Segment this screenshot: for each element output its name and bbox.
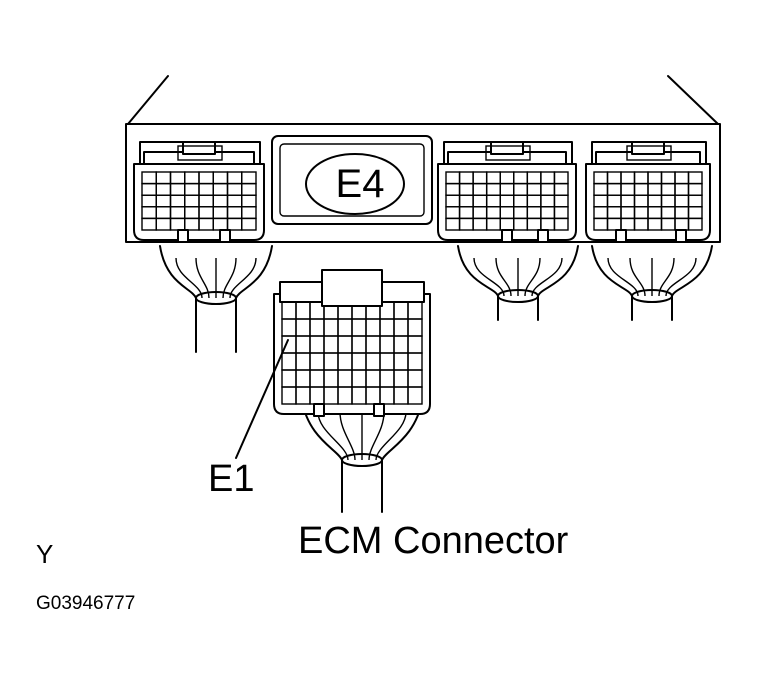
connector-label-e4: E4	[335, 162, 385, 206]
housing-latch-key-0	[177, 145, 223, 161]
harness-sleeve	[341, 459, 383, 513]
diagram-title: ECM Connector	[298, 520, 569, 562]
pin-cell	[241, 217, 257, 231]
harness-wire	[229, 257, 257, 299]
harness-outline	[591, 245, 633, 297]
e1-clip-right	[379, 281, 425, 303]
pin-cell	[407, 386, 423, 405]
harness-sleeve-end	[497, 289, 539, 303]
housing-latch-key-1	[485, 145, 531, 161]
harness-sleeve	[497, 295, 539, 321]
harness-wire	[531, 257, 563, 297]
key-notch	[219, 229, 231, 243]
key-notch	[177, 229, 189, 243]
harness-wire	[629, 257, 646, 297]
harness-wire	[473, 257, 505, 297]
harness-right	[591, 245, 713, 321]
harness-sleeve-end	[631, 289, 673, 303]
key-notch	[537, 229, 549, 243]
harness-mid	[457, 245, 579, 321]
harness-wire	[175, 257, 203, 299]
harness-wire	[658, 257, 675, 297]
pin-cell	[553, 217, 569, 231]
connector-layer	[133, 141, 711, 417]
harness-left	[159, 245, 273, 353]
harness-outline	[671, 245, 713, 297]
key-notch	[313, 403, 325, 417]
ecm-housing-icon	[125, 75, 721, 243]
e1-clip-center	[321, 269, 383, 307]
harness-wire	[317, 411, 349, 461]
housing-latch-2	[591, 141, 707, 165]
harness-outline	[537, 245, 579, 297]
harness-wire	[368, 411, 385, 461]
figure-code-letter: Y	[36, 539, 54, 569]
harness-sleeve-end	[195, 291, 237, 305]
key-notch	[501, 229, 513, 243]
connector-right	[585, 141, 711, 243]
harness-wire	[375, 411, 407, 461]
e1-clip-left	[279, 281, 325, 303]
connector-mid-body	[437, 163, 577, 241]
key-notch	[615, 229, 627, 243]
key-notch	[675, 229, 687, 243]
harness-wire	[195, 257, 210, 299]
housing-latch-0	[139, 141, 261, 165]
harness-wire	[222, 257, 237, 299]
housing-latch-key-2	[626, 145, 672, 161]
harness-outline	[235, 245, 273, 299]
wire-harness-icon	[159, 245, 713, 513]
harness-wire	[524, 257, 541, 297]
harness-wire	[607, 257, 639, 297]
pin-cell	[687, 217, 703, 231]
figure-id: G03946777	[36, 593, 136, 614]
connector-right-latch	[631, 141, 665, 155]
harness-outline	[457, 245, 499, 297]
connector-label-e1: E1	[208, 458, 255, 500]
e1-leader-line	[235, 339, 289, 459]
e4-connector-socket	[271, 135, 433, 225]
harness-sleeve-end	[341, 453, 383, 467]
housing-latch-1	[443, 141, 573, 165]
harness-sleeve	[195, 297, 237, 353]
connector-mid	[437, 141, 577, 243]
harness-sleeve	[631, 295, 673, 321]
connector-left-latch	[182, 141, 216, 155]
connector-mid-latch	[490, 141, 524, 155]
harness-wire	[495, 257, 512, 297]
key-notch	[373, 403, 385, 417]
harness-outline	[159, 245, 197, 299]
connector-left	[133, 141, 265, 243]
harness-wire	[665, 257, 697, 297]
harness-wire	[339, 411, 356, 461]
